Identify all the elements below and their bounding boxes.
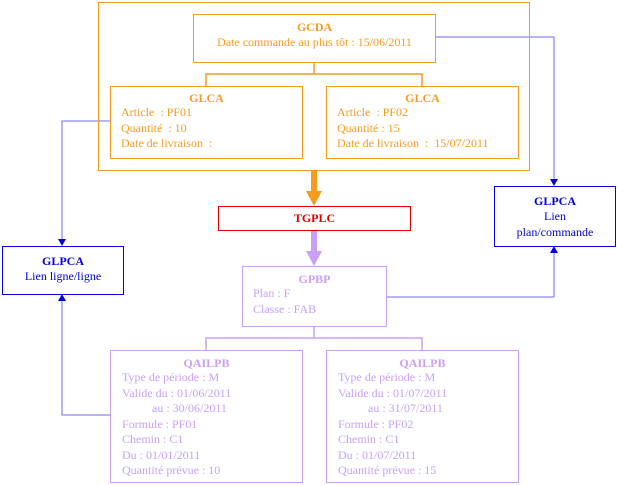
gcda-box[interactable]: GCDA Date commande au plus tôt : 15/06/2… (193, 14, 436, 63)
glca-quantity: Quantité : 10 (121, 120, 187, 135)
glca-box-pf02[interactable]: GLCA Article : PF02 Quantité : 15 Date d… (326, 86, 519, 159)
qailpb-title: QAILPB (399, 356, 446, 370)
gcda-group-frame (98, 2, 530, 171)
glca-box-pf01[interactable]: GLCA Article : PF01 Quantité : 10 Date d… (110, 86, 303, 159)
qailpb-valid-from: Valide du : 01/07/2011 (338, 385, 448, 400)
qailpb-title: QAILPB (183, 356, 230, 370)
gpbp-class: Classe : FAB (253, 301, 317, 316)
glca-title: GLCA (189, 91, 224, 105)
qailpb-period-type: Type de période : M (338, 370, 436, 384)
glca-title: GLCA (405, 91, 440, 105)
glpca-title: GLPCA (534, 194, 576, 208)
qailpb-route: Chemin : C1 (122, 432, 184, 446)
qailpb-box-pf02[interactable]: QAILPB Type de période : M Valide du : 0… (326, 350, 519, 483)
qailpb-route: Chemin : C1 (338, 432, 400, 446)
arrow-to-gpbp (306, 230, 322, 266)
glpca-description: Lien ligne/ligne (24, 269, 102, 283)
qailpb-formula: Formule : PF02 (338, 416, 414, 431)
glca-article: Article : PF02 (337, 105, 408, 119)
glpca-description-line2: plan/commande (516, 225, 594, 239)
glpca-plan-order-link-box[interactable]: GLPCA Lien plan/commande (494, 186, 616, 247)
qailpb-from-date: Du : 01/07/2011 (338, 447, 417, 462)
gcda-earliest-order-date: Date commande au plus tôt : 15/06/2011 (217, 35, 412, 49)
qailpb-box-pf01[interactable]: QAILPB Type de période : M Valide du : 0… (110, 350, 303, 483)
qailpb-planned-quantity: Quantité prévue : 15 (338, 463, 437, 477)
qailpb-valid-to: au : 30/06/2011 (122, 401, 227, 415)
qailpb-valid-from: Valide du : 01/06/2011 (122, 385, 232, 400)
glpca-title: GLPCA (42, 254, 84, 268)
arrow-to-tgplc (306, 170, 322, 206)
tgplc-title: TGPLC (293, 211, 336, 225)
glca-delivery-date: Date de livraison : (121, 136, 213, 150)
glca-delivery-date: Date de livraison : 15/07/2011 (337, 136, 489, 150)
glca-quantity: Quantité : 15 (337, 120, 400, 135)
gcda-title: GCDA (296, 20, 333, 34)
qailpb-formula: Formule : PF01 (122, 416, 198, 431)
glpca-line-link-box[interactable]: GLPCA Lien ligne/ligne (2, 246, 124, 295)
qailpb-period-type: Type de période : M (122, 370, 220, 384)
glca-article: Article : PF01 (121, 105, 192, 119)
gpbp-plan: Plan : F (253, 286, 291, 300)
gpbp-tree-connector (205, 326, 423, 350)
gpbp-box[interactable]: GPBP Plan : F Classe : FAB (242, 266, 387, 327)
qailpb-valid-to: au : 31/07/2011 (338, 401, 443, 415)
gpbp-title: GPBP (298, 272, 331, 286)
qailpb-from-date: Du : 01/01/2011 (122, 447, 201, 462)
glpca-description-line1: Lien (544, 209, 566, 223)
qailpb-planned-quantity: Quantité prévue : 10 (122, 463, 221, 477)
tgplc-box[interactable]: TGPLC (218, 206, 411, 231)
